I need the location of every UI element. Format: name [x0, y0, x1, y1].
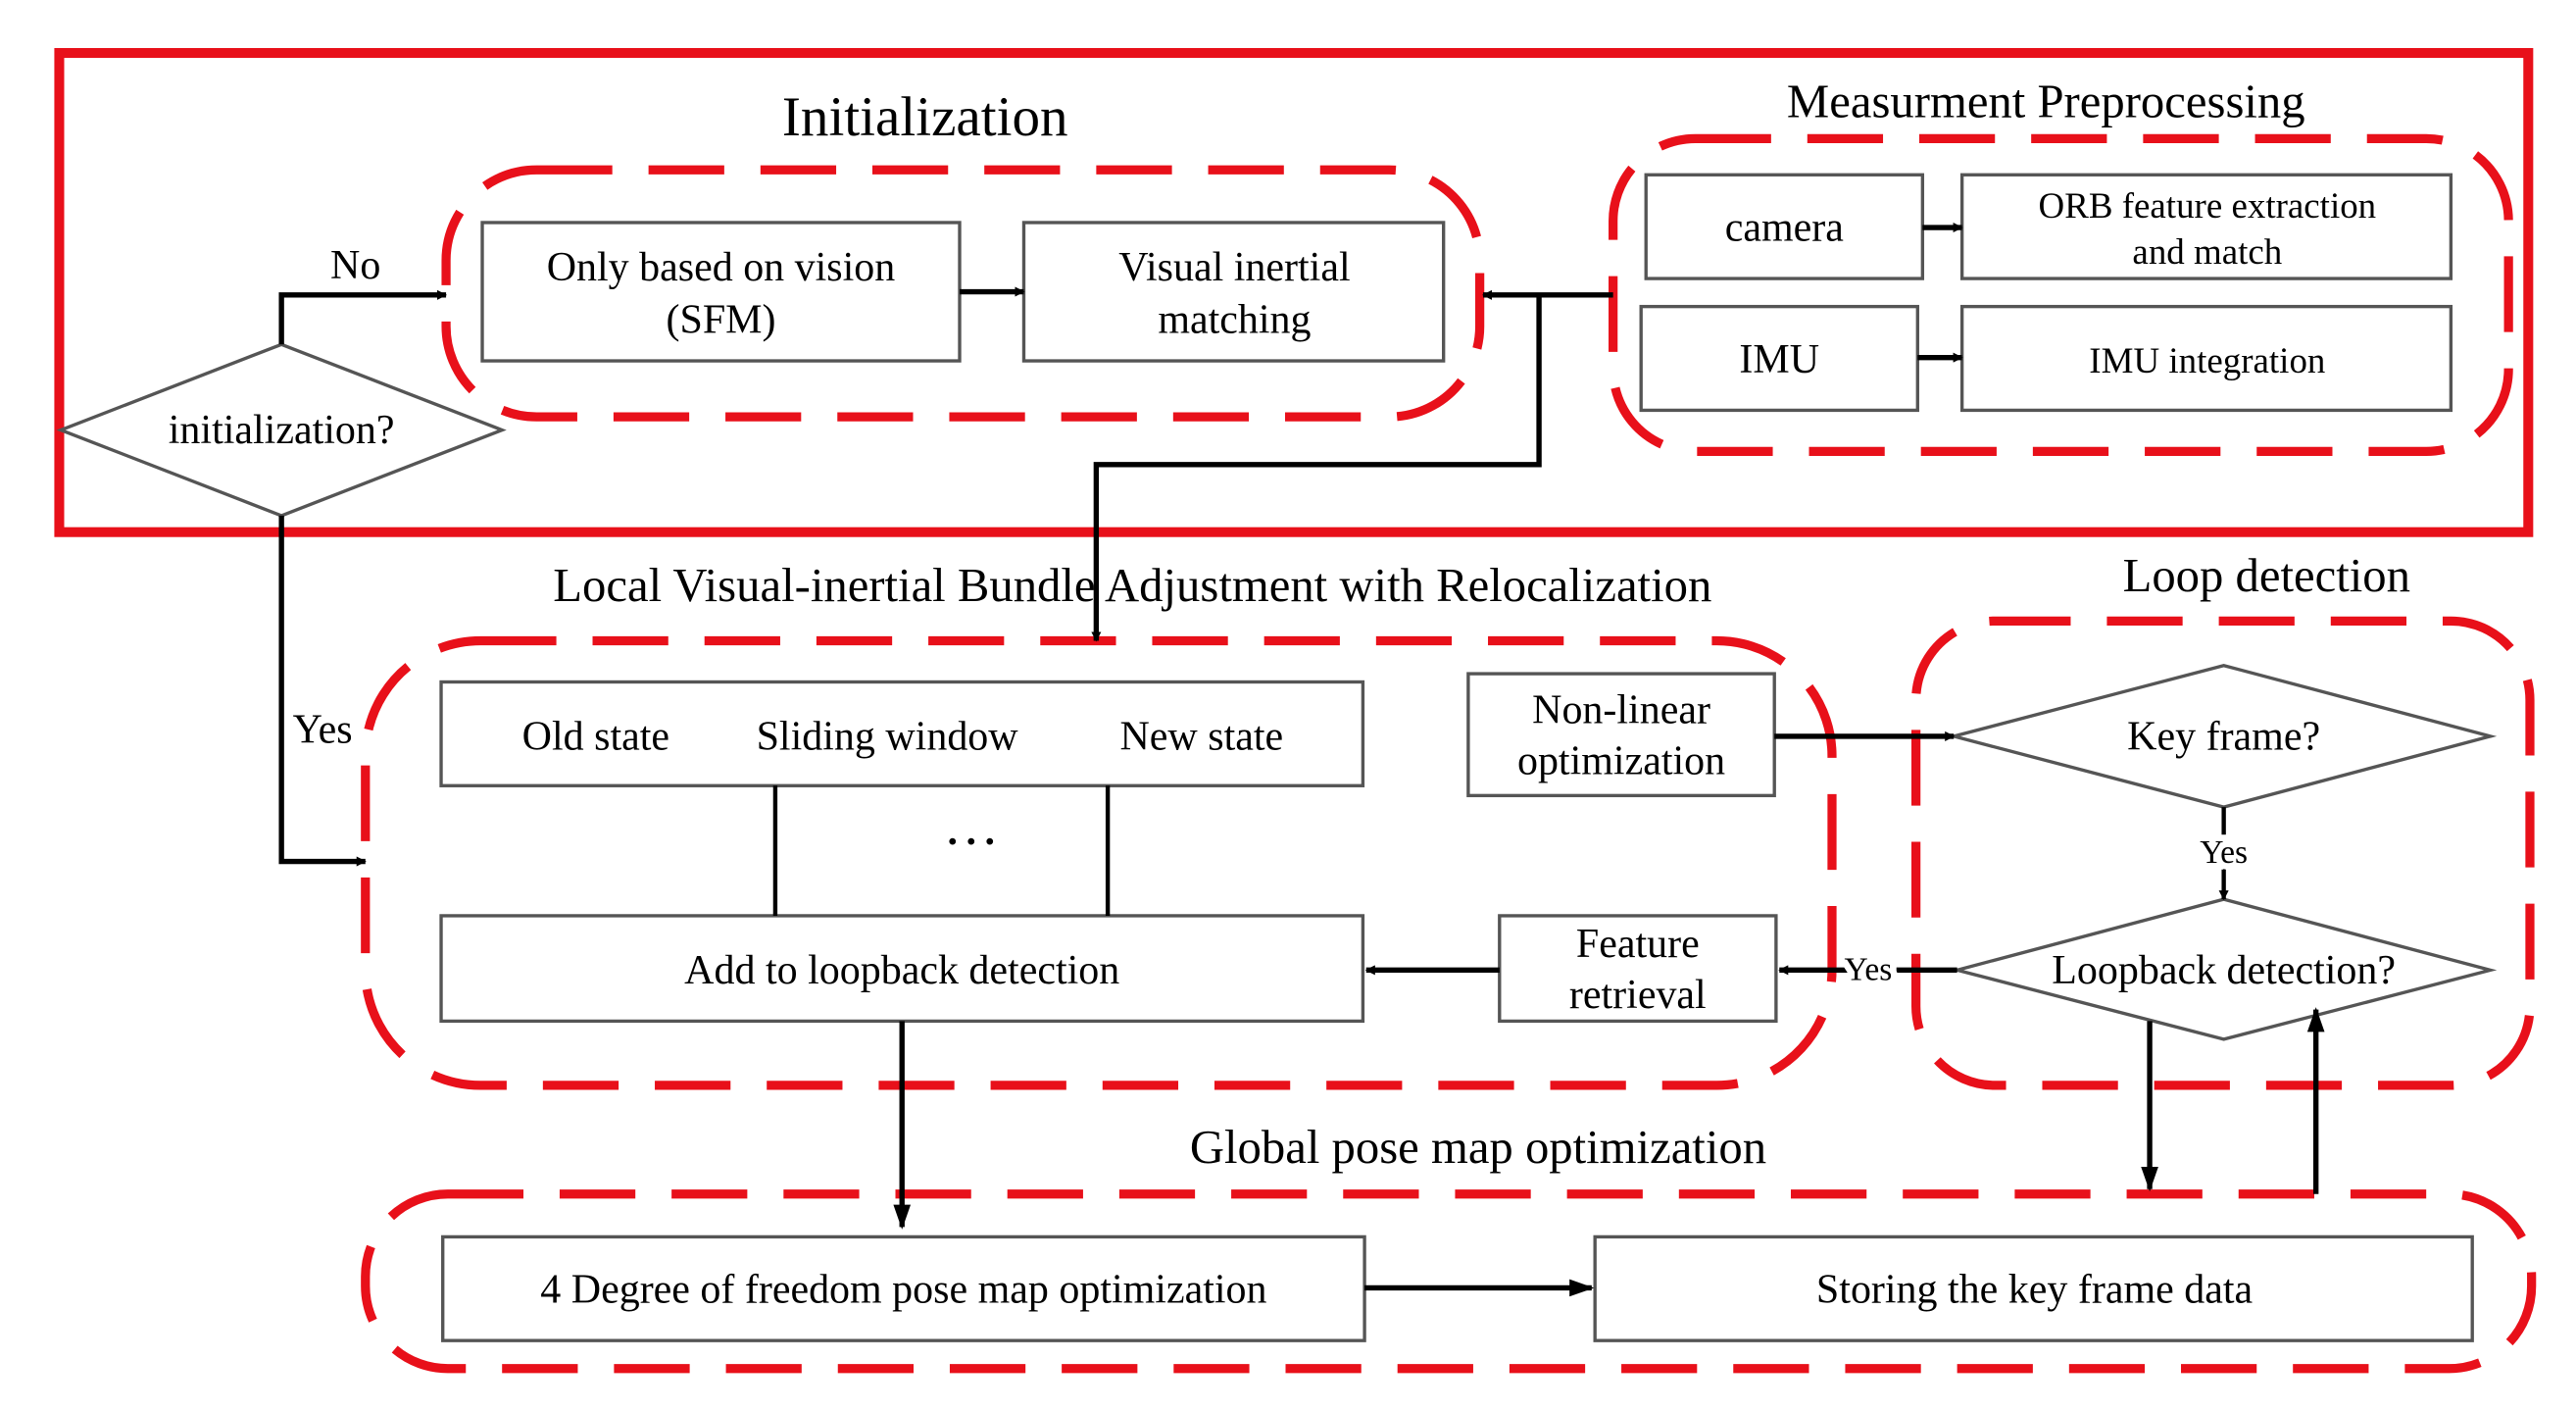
- edge-label-no: No: [330, 243, 380, 288]
- global-pose-group: [361, 1189, 2537, 1374]
- feature-retrieval-label-1: Feature: [1576, 922, 1700, 967]
- new-state-label: New state: [1120, 714, 1284, 759]
- feature-retrieval-label-2: retrieval: [1569, 973, 1707, 1018]
- imu-box: [1639, 304, 1919, 413]
- visual-inertial-label-2: matching: [1158, 297, 1311, 342]
- orb-label-2: and match: [2132, 231, 2282, 272]
- orb-box: [1959, 173, 2453, 280]
- global-pose-title: Global pose map optimization: [1190, 1121, 1766, 1174]
- initialization-title: Initialization: [782, 86, 1068, 148]
- edge-label-yes-loop: Yes: [1845, 951, 1893, 987]
- add-loopback-box: [439, 914, 1365, 1024]
- loopback-decision: [1950, 897, 2498, 1041]
- dof-optimization-box: [441, 1234, 1366, 1342]
- nonlinear-label-1: Non-linear: [1532, 687, 1710, 732]
- loop-detection-group: [1911, 616, 2535, 1090]
- initialization-decision: [56, 342, 507, 518]
- old-state-label: Old state: [522, 714, 669, 759]
- imu-integration-label: IMU integration: [2089, 340, 2325, 380]
- edge-label-yes-key: Yes: [2200, 834, 2248, 871]
- camera-label: camera: [1725, 205, 1845, 250]
- loopback-decision-label: Loopback detection?: [2052, 948, 2396, 993]
- storing-keyframe-label: Storing the key frame data: [1816, 1268, 2254, 1313]
- nonlinear-label-2: optimization: [1517, 739, 1725, 784]
- only-vision-box: [480, 221, 962, 363]
- dof-optimization-label: 4 Degree of freedom pose map optimizatio…: [540, 1268, 1266, 1313]
- orb-label-1: ORB feature extraction: [2039, 185, 2377, 226]
- sliding-window-label: Sliding window: [757, 714, 1019, 759]
- measurement-title: Measurment Preprocessing: [1787, 76, 2305, 128]
- local-ba-title: Local Visual-inertial Bundle Adjustment …: [553, 559, 1711, 612]
- arrow-yes-init: [278, 515, 367, 867]
- key-frame-decision-label: Key frame?: [2127, 714, 2320, 759]
- ellipsis-label: ···: [943, 811, 999, 873]
- arrow-preprocessing-to-local-ba: [1091, 294, 1542, 642]
- only-vision-label-2: (SFM): [667, 297, 776, 342]
- sliding-window-box: [439, 680, 1365, 787]
- storing-keyframe-box: [1593, 1234, 2474, 1342]
- key-frame-decision: [1947, 663, 2498, 809]
- camera-box: [1644, 173, 1925, 280]
- add-loopback-label: Add to loopback detection: [684, 948, 1119, 993]
- arrow-no: [278, 289, 448, 345]
- loop-detection-title: Loop detection: [2123, 549, 2410, 602]
- imu-label: IMU: [1739, 337, 1819, 382]
- initialization-decision-label: initialization?: [169, 408, 395, 453]
- imu-integration-box: [1959, 304, 2453, 413]
- nonlinear-box: [1466, 672, 1776, 798]
- only-vision-label-1: Only based on vision: [547, 245, 896, 290]
- initialization-frame: [54, 47, 2534, 537]
- visual-inertial-label-1: Visual inertial: [1118, 245, 1350, 290]
- initialization-group: [441, 165, 1485, 422]
- feature-retrieval-box: [1498, 914, 1778, 1024]
- edge-label-yes-init: Yes: [293, 708, 353, 753]
